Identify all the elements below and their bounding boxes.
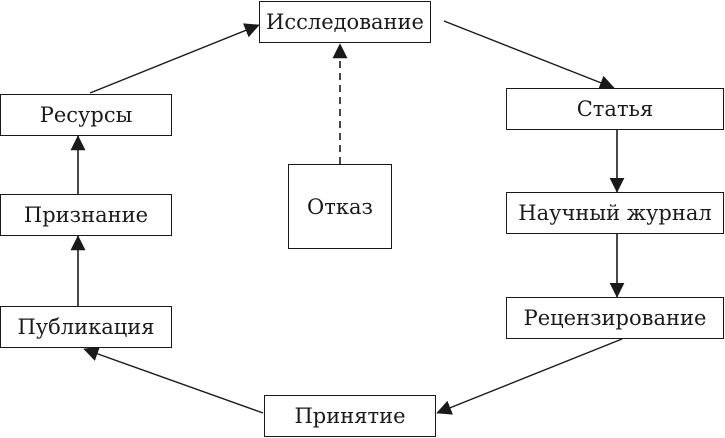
node-review: Рецензирование [506,297,724,339]
edge-review-to-acceptance [436,338,623,415]
node-review-label: Рецензирование [523,306,707,330]
node-rejection: Отказ [288,164,392,249]
edge-research-to-article [443,20,615,90]
edge-resources-to-research [89,23,260,94]
node-publication-label: Публикация [17,315,155,339]
node-acceptance-label: Принятие [294,404,406,428]
node-journal-label: Научный журнал [518,201,712,225]
node-publication: Публикация [0,306,172,348]
node-resources: Ресурсы [0,94,172,136]
node-research: Исследование [259,1,431,43]
node-article-label: Статья [576,97,654,121]
node-acceptance: Принятие [264,395,436,437]
node-article: Статья [506,88,724,130]
edge-acceptance-to-publication [83,346,264,414]
node-research-label: Исследование [266,10,424,34]
node-journal: Научный журнал [506,192,724,234]
node-recognition-label: Признание [23,203,149,227]
node-rejection-label: Отказ [307,194,373,219]
node-recognition: Признание [0,194,172,236]
node-resources-label: Ресурсы [39,103,133,127]
